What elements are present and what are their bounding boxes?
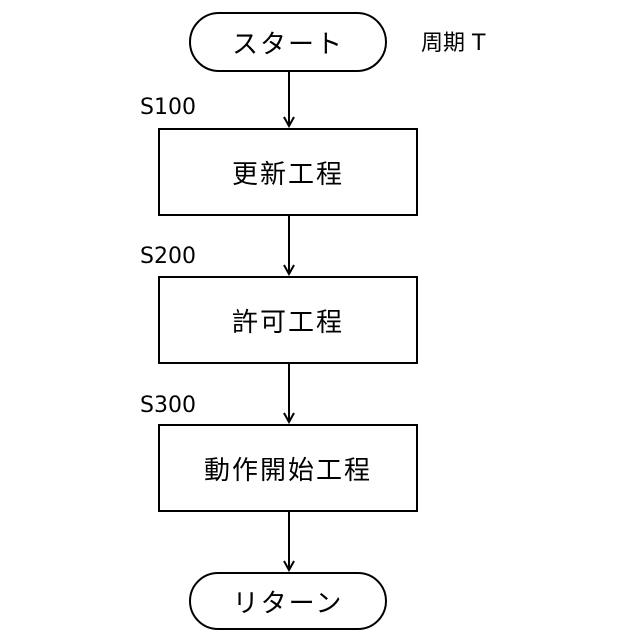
step-box-operation-start: 動作開始工程 <box>158 424 418 512</box>
return-terminal: リターン <box>189 572 387 630</box>
start-terminal: スタート <box>189 12 387 72</box>
return-label: リターン <box>233 583 344 620</box>
start-label: スタート <box>232 24 344 61</box>
step-box-permit: 許可工程 <box>158 276 418 364</box>
step-box-update: 更新工程 <box>158 128 418 216</box>
step-label-update: 更新工程 <box>232 154 344 191</box>
step-id-s100: S100 <box>140 97 196 119</box>
step-id-s300: S300 <box>140 395 196 417</box>
step-label-permit: 許可工程 <box>232 302 344 339</box>
step-id-s200: S200 <box>140 246 196 268</box>
period-label: 周期 T <box>421 33 485 55</box>
step-label-operation-start: 動作開始工程 <box>204 450 372 487</box>
